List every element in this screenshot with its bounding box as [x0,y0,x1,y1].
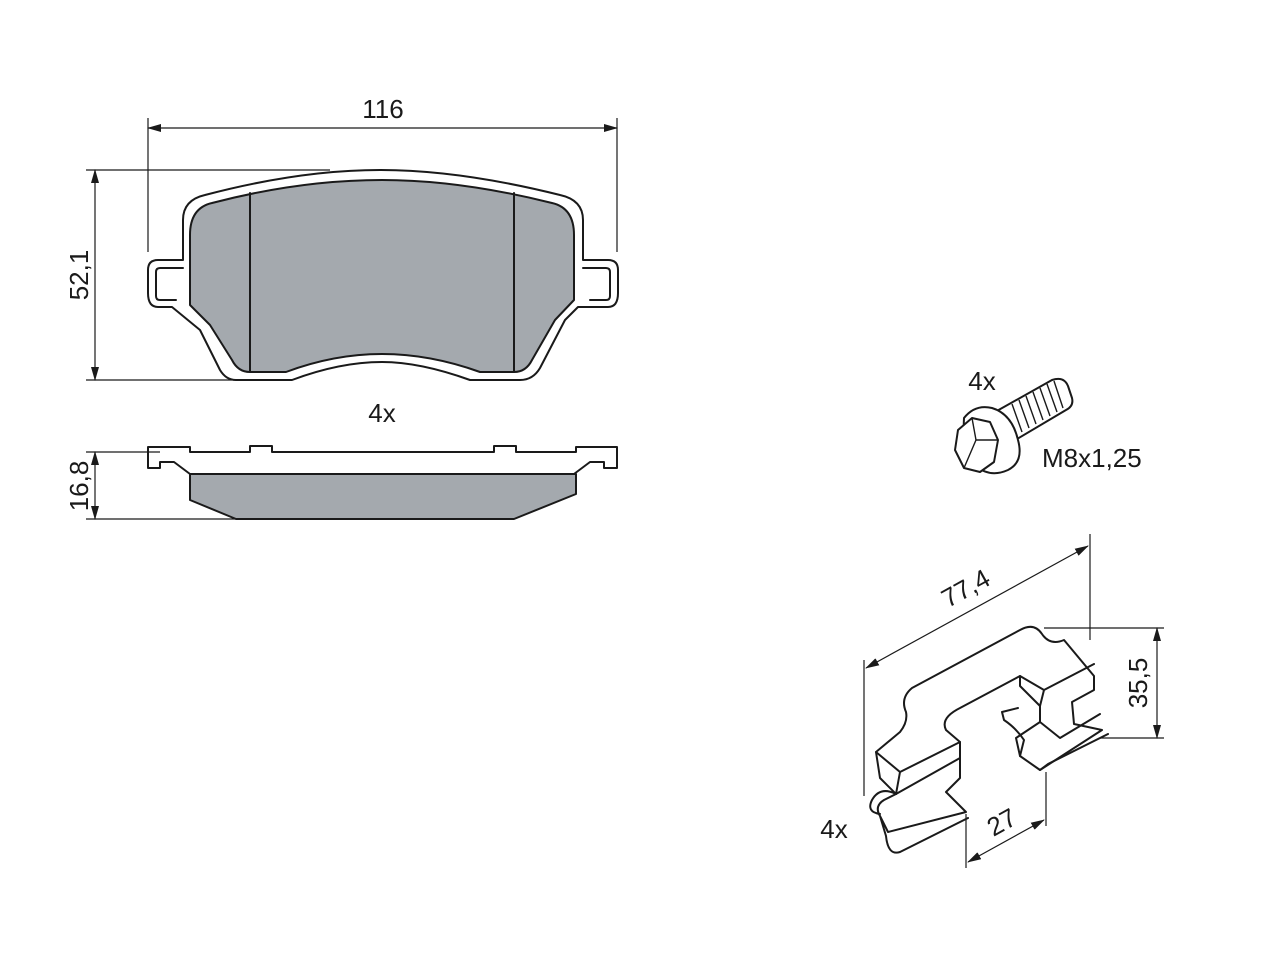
bolt-drawing [954,377,1074,475]
clip-width-dimension-line [967,819,1045,863]
pad-ear-right [582,267,611,301]
clip-tab-left-hook [869,790,897,815]
pad-width-dimension: 116 [147,94,618,252]
bolt-quantity-label: 4x [968,366,995,396]
pad-quantity-label: 4x [368,398,395,428]
bolt-shank [994,377,1074,443]
pad-side-friction-material [189,473,577,520]
pad-friction-material [189,179,575,373]
pad-thickness-dimension: 16,8 [64,451,236,520]
clip-length-label: 77,4 [936,563,995,614]
pad-side-backing-plate [147,445,618,475]
clip-width-dimension: 27 [965,772,1047,868]
clip-quantity-label: 4x [820,814,847,844]
clip-top-fold [875,663,1101,795]
pad-height-label: 52,1 [64,250,94,301]
clip-height-dimension: 35,5 [1044,627,1164,739]
bolt-thread-label: M8x1,25 [1042,443,1142,473]
clip-length-dimension-line [865,545,1089,669]
pad-width-label: 116 [362,94,403,124]
pad-front-view [147,169,619,381]
bolt-hex-head [954,417,999,473]
clip-drawing [869,625,1109,854]
clip-length-dimension: 77,4 [863,534,1091,796]
pad-thickness-label: 16,8 [64,461,94,512]
clip-tab-right [1001,707,1109,771]
clip-body [875,625,1103,795]
pad-ear-left [155,267,184,301]
pad-side-view [147,445,618,520]
pad-height-dimension: 52,1 [64,169,330,381]
clip-height-label: 35,5 [1123,658,1153,709]
clip-tab-left [876,757,969,854]
bolt-thread-lines [1011,380,1064,433]
